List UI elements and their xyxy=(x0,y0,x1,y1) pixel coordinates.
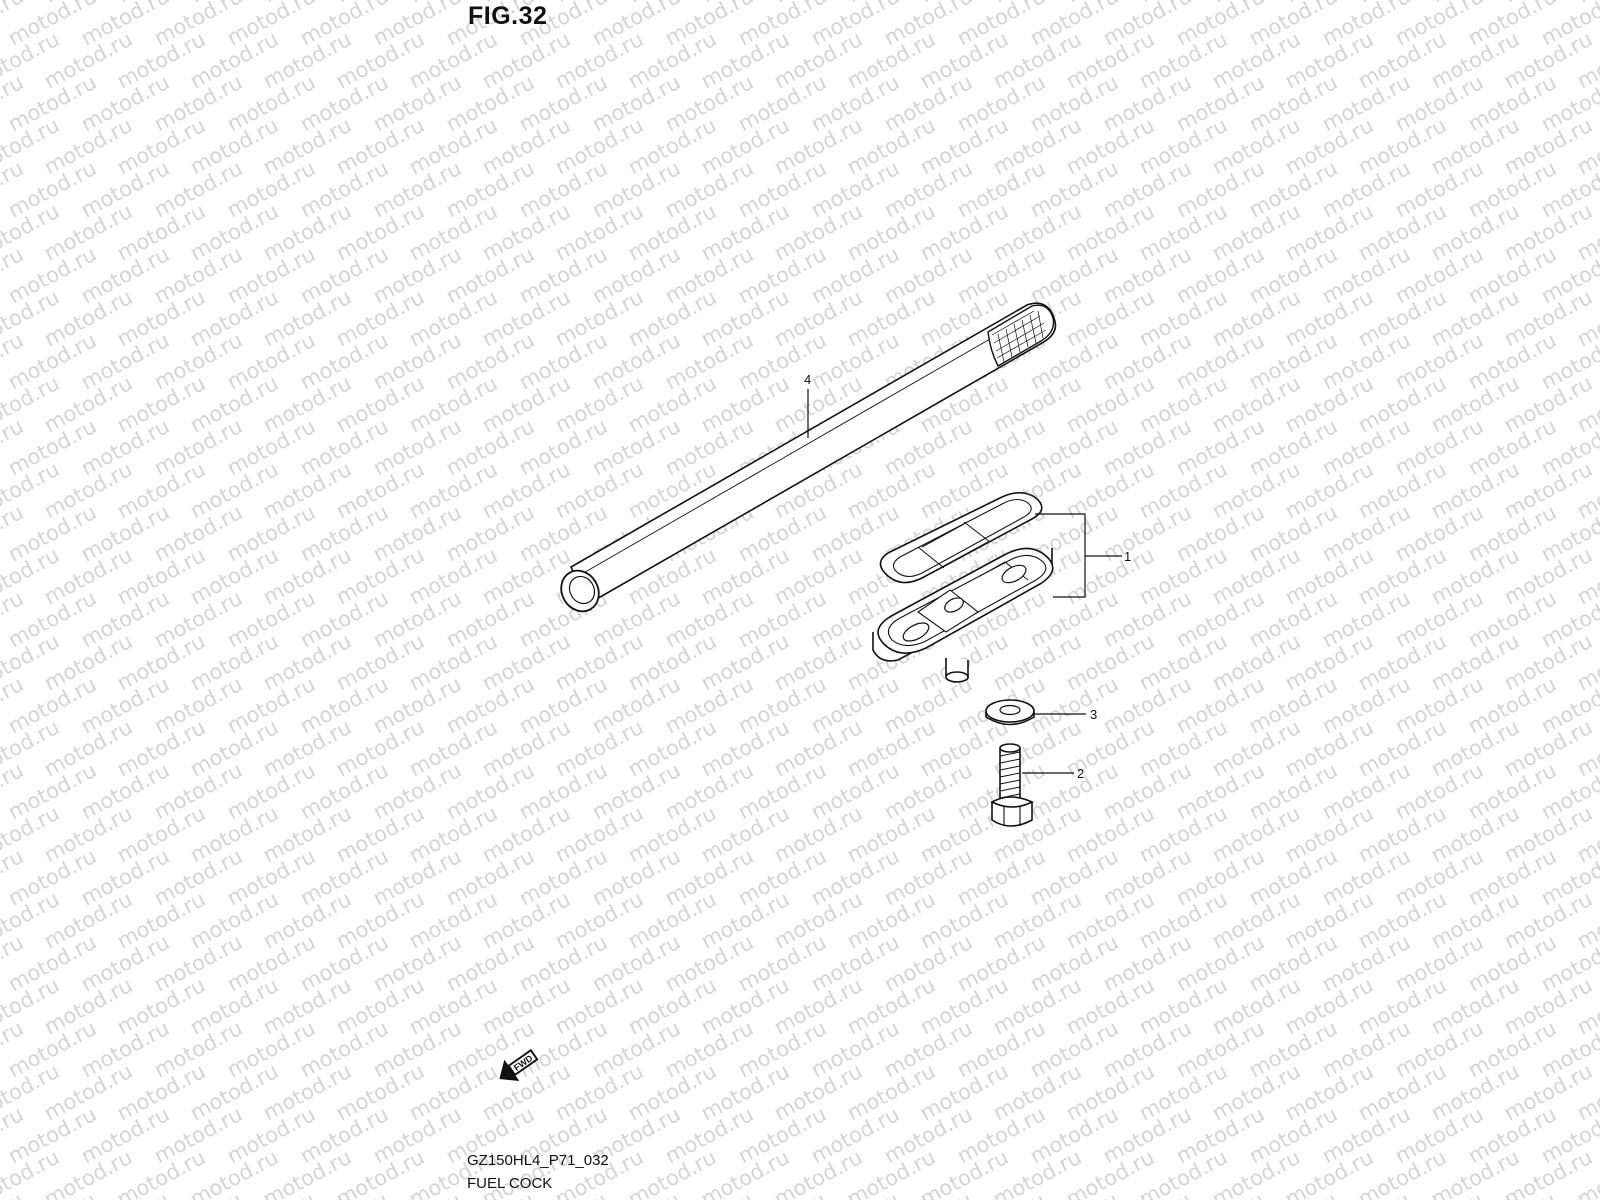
washer-part xyxy=(985,699,1035,726)
diagram-name: FUEL COCK xyxy=(467,1175,553,1192)
callout-number-3: 3 xyxy=(1090,707,1097,722)
callout-number-2: 2 xyxy=(1077,766,1084,781)
watermark-text: motod.ru xyxy=(1573,0,1600,7)
callout-number-4: 4 xyxy=(804,372,811,387)
bolt-part xyxy=(990,743,1034,827)
callout-number-1: 1 xyxy=(1124,549,1131,564)
figure-title: FIG.32 xyxy=(468,2,548,30)
fwd-arrow-icon: FWD xyxy=(499,1048,539,1082)
diagram-code: GZ150HL4_P71_032 xyxy=(467,1152,609,1169)
